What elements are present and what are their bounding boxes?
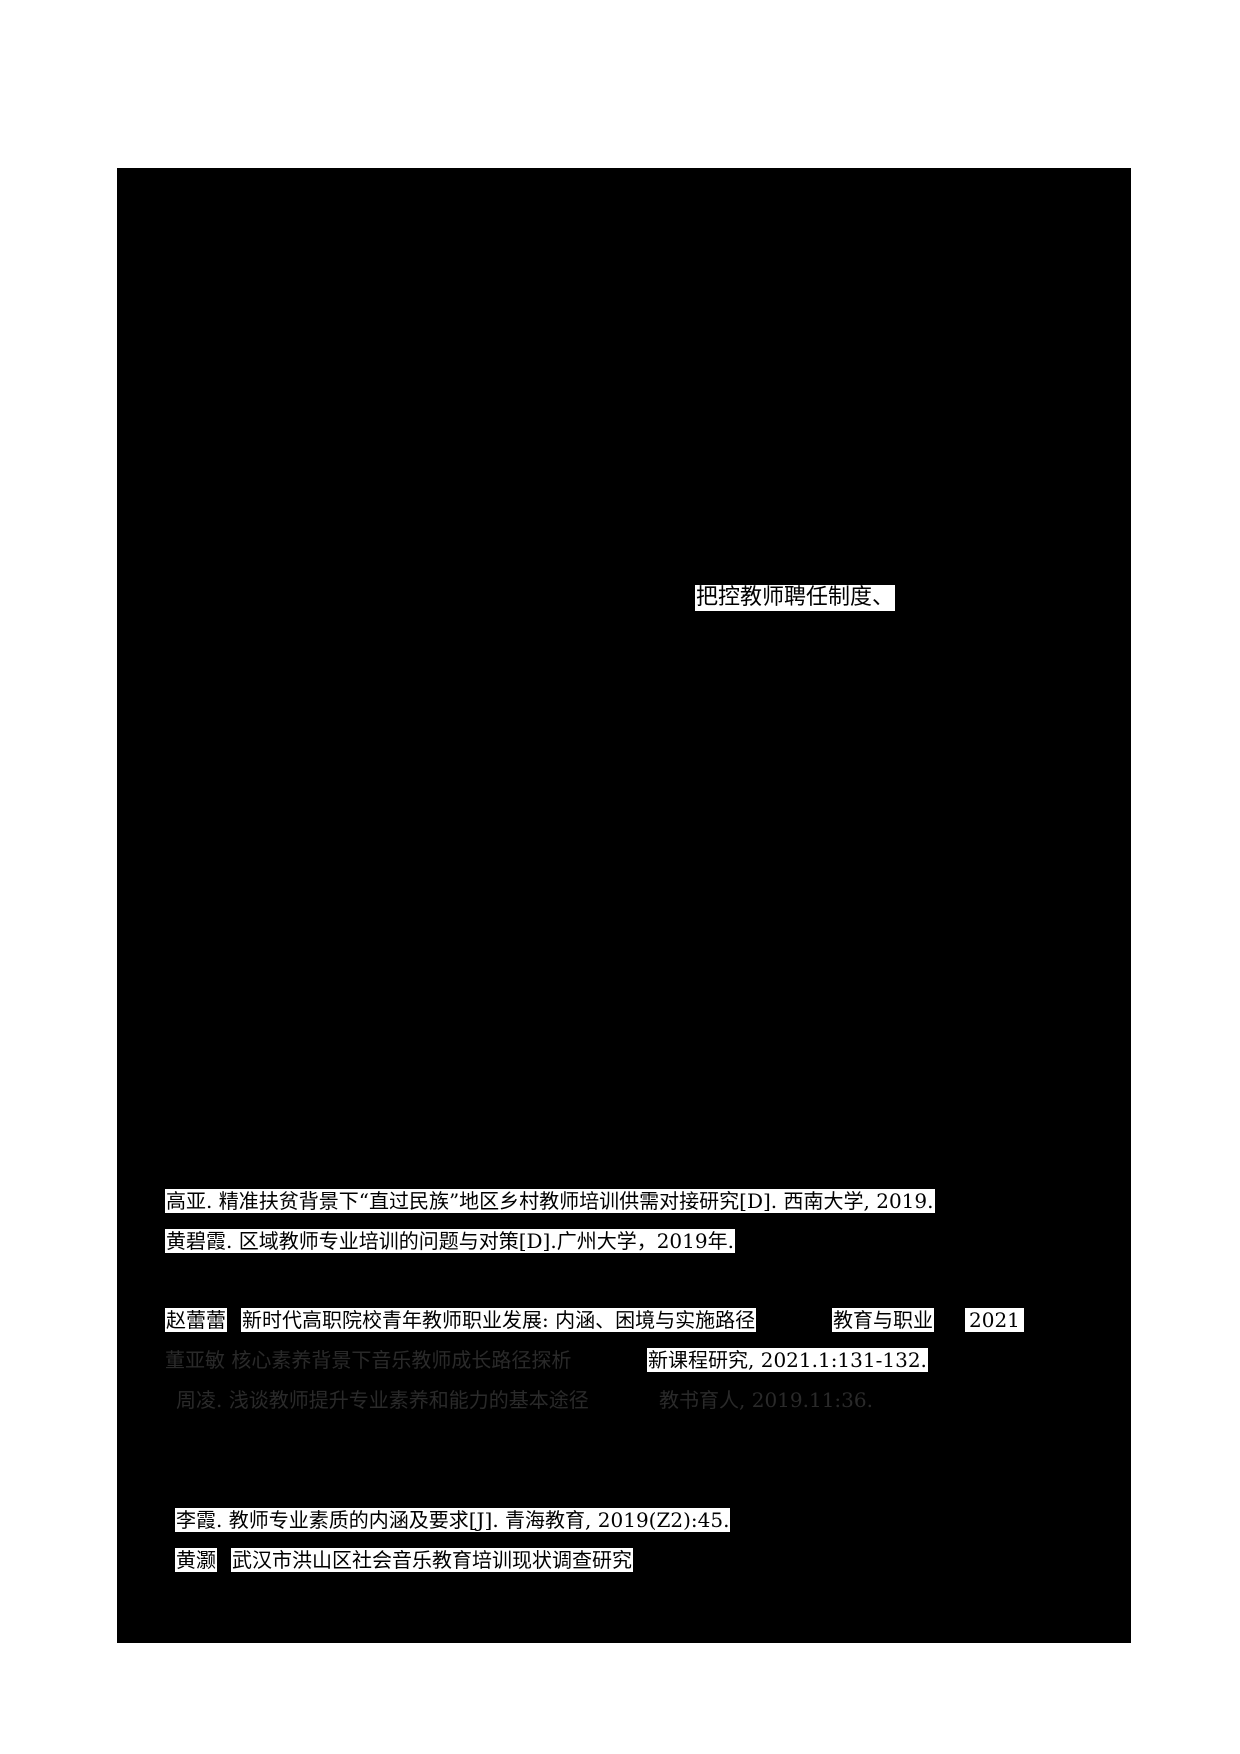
reference-zhouling-source: 教书育人, 2019.11:36.: [659, 1388, 873, 1412]
reference-zhaoleilei-journal: 教育与职业: [832, 1308, 934, 1332]
reference-gaoya: 高亚. 精准扶贫背景下“直过民族”地区乡村教师培训供需对接研究[D]. 西南大学…: [165, 1189, 935, 1213]
body-text-fragment: 把控教师聘任制度、: [695, 585, 896, 611]
reference-huanghao-title: 武汉市洪山区社会音乐教育培训现状调查研究: [231, 1548, 633, 1572]
reference-huangbixia: 黄碧霞. 区域教师专业培训的问题与对策[D].广州大学，2019年.: [165, 1229, 735, 1253]
reference-zhaoleilei-title: 新时代高职院校青年教师职业发展: 内涵、困境与实施路径: [241, 1308, 757, 1332]
reference-zhaoleilei-year: 2021: [965, 1308, 1024, 1332]
reference-dongyamin-title: 董亚敏 核心素养背景下音乐教师成长路径探析: [165, 1348, 572, 1372]
reference-lixia: 李霞. 教师专业素质的内涵及要求[J]. 青海教育, 2019(Z2):45.: [175, 1508, 731, 1532]
reference-zhouling-title: 周凌. 浅谈教师提升专业素养和能力的基本途径: [176, 1388, 589, 1412]
reference-zhaoleilei-author: 赵蕾蕾: [165, 1308, 227, 1332]
redaction-block: [117, 168, 1131, 1643]
reference-dongyamin-source: 新课程研究, 2021.1:131-132.: [647, 1348, 928, 1372]
reference-huanghao-author: 黄灏: [175, 1548, 217, 1572]
